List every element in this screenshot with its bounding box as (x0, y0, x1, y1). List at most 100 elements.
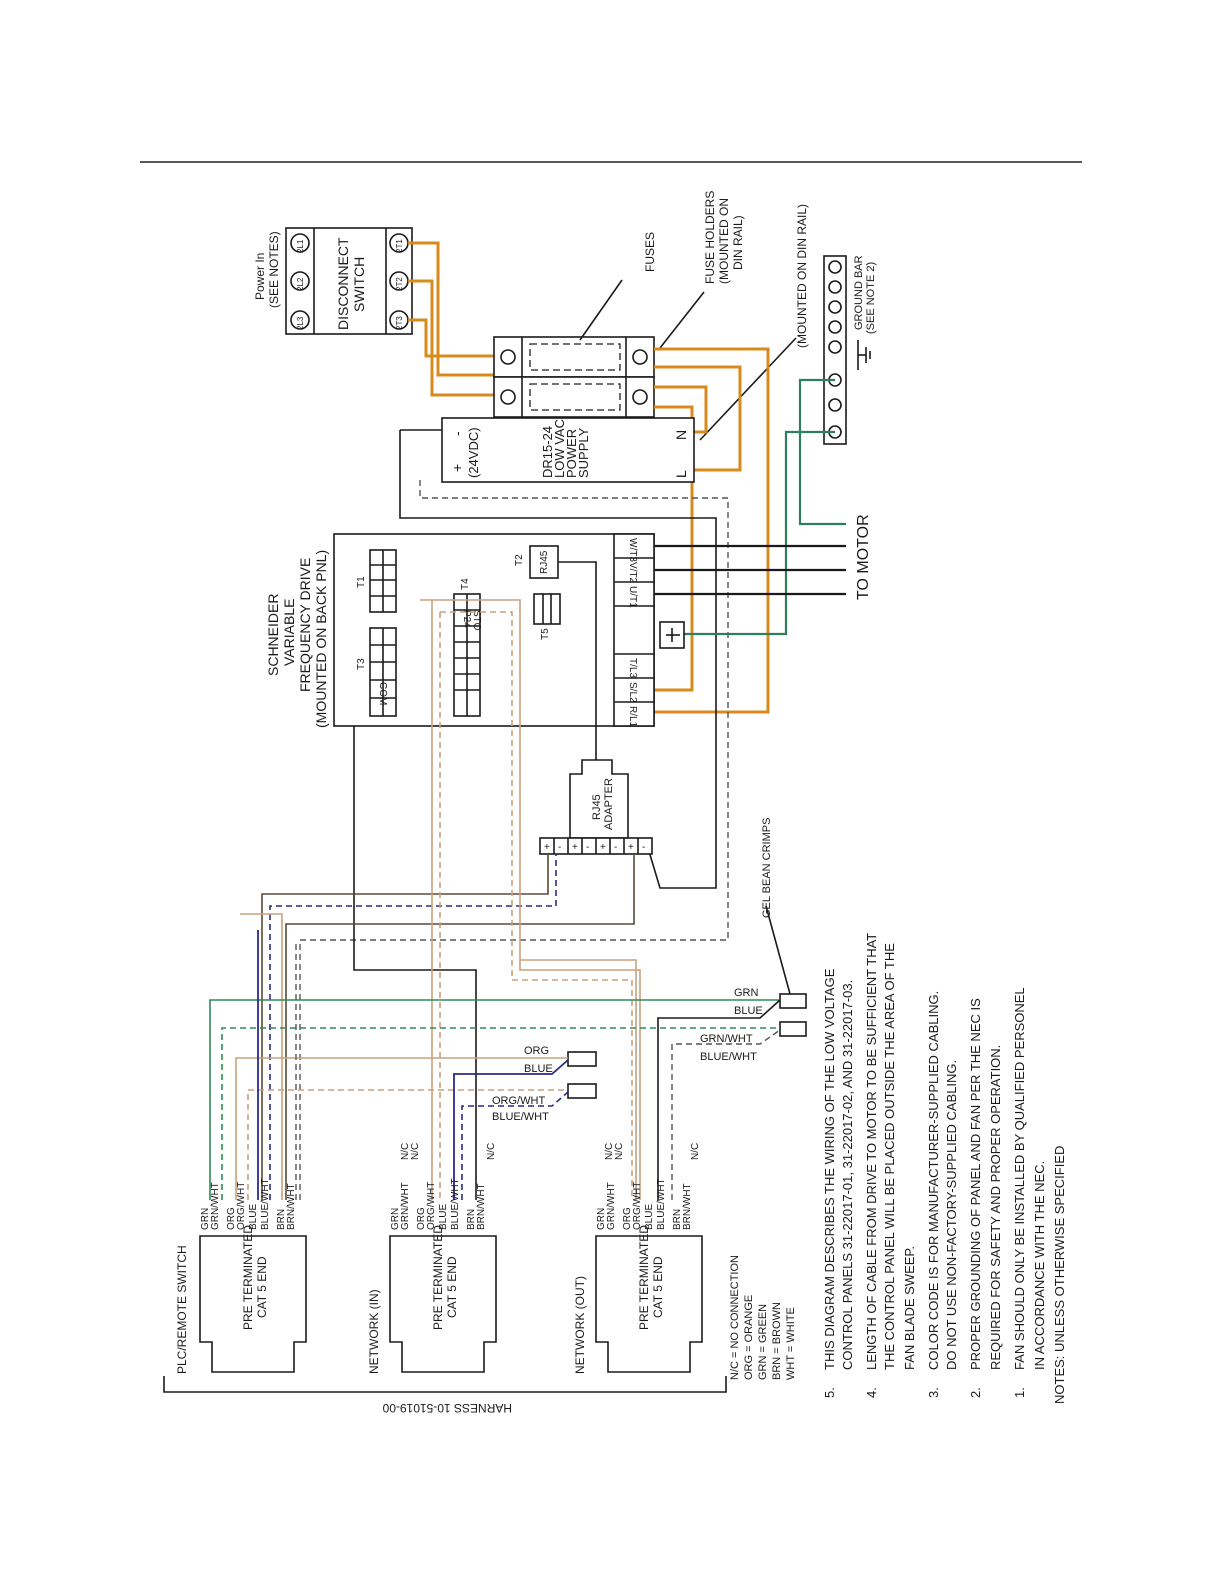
c3-w5: BLUE/WHT (656, 1178, 667, 1230)
c2-w5: BLUE/WHT (450, 1178, 461, 1230)
note-2-line-1: PROPER GROUNDING OF PANEL AND FAN PER TH… (968, 998, 983, 1370)
adapter-pin-6: - (614, 842, 617, 853)
gel-bean-crimp-1 (779, 993, 807, 1009)
cable-plc (199, 1235, 307, 1373)
note-1-line-1: FAN SHOULD ONLY BE INSTALLED BY QUALIFIE… (1012, 987, 1027, 1370)
note-5-line-2: CONTROL PANELS 31-22017-01, 31-22017-02,… (840, 980, 855, 1370)
legend-3: BRN = BROWN (771, 1302, 783, 1380)
org-crimp-2 (567, 1083, 597, 1099)
c2-w1: GRN/WHT (400, 1182, 411, 1230)
ground-bar-label-1: GROUND BAR (853, 255, 865, 330)
fuses-label: FUSES (643, 232, 657, 272)
crimp4-orgwht-label: ORG/WHT (492, 1095, 545, 1107)
psu-line-2: LOW VAC (552, 419, 567, 478)
vfd-label-3: FREQUENCY DRIVE (297, 558, 313, 692)
c2-nc0: N/C (400, 1143, 411, 1160)
vfd-output-u: U/T1 (627, 586, 638, 608)
vfd-label-4: (MOUNTED ON BACK PNL) (313, 550, 329, 728)
power-supply (399, 417, 717, 889)
terminal-2l1: 2L1 (296, 239, 305, 253)
note-4-line-3: FAN BLADE SWEEP. (902, 1246, 917, 1370)
c3-w3: ORG/WHT (632, 1182, 643, 1230)
ground-bar (823, 255, 871, 445)
c3-w7: BRN/WHT (682, 1183, 693, 1230)
legend-4: WHT = WHITE (785, 1307, 797, 1380)
c2-w2: ORG (416, 1207, 427, 1230)
notes-title: NOTES: UNLESS OTHERWISE SPECIFIED (1052, 1146, 1067, 1404)
vfd-input-s: S/L2 (627, 682, 638, 703)
cable2-end-1: PRE TERMINATED (431, 1225, 445, 1330)
fuse-holders-label-2: (MOUNTED ON (717, 198, 731, 284)
cable1-wire-labels: GRN GRN/WHT ORG ORG/WHT BLUE BLUE/WHT BR… (200, 1178, 297, 1230)
vfd-t1: T1 (356, 576, 367, 588)
c3-w6: BRN (672, 1209, 683, 1230)
vfd-input-r: R/L1 (627, 706, 638, 728)
c2-w0: GRN (390, 1208, 401, 1230)
vfd-label-2: VARIABLE (281, 599, 297, 666)
adapter-pin-3: + (572, 842, 578, 853)
cable-network-out (595, 1235, 703, 1373)
vfd-t5: T5 (540, 628, 551, 640)
c1-w7: BRN/WHT (286, 1183, 297, 1230)
rj45-adapter (539, 759, 653, 855)
ground-bar-label-2: (SEE NOTE 2) (865, 262, 877, 334)
c3-w1: GRN/WHT (606, 1182, 617, 1230)
cable2-wire-labels: GRN GRN/WHT ORG ORG/WHT BLUE BLUE/WHT BR… (390, 1143, 497, 1230)
notes: 5. THIS DIAGRAM DESCRIBES THE WIRING OF … (822, 933, 1067, 1404)
c1-w5: BLUE/WHT (260, 1178, 271, 1230)
c1-w3: ORG/WHT (236, 1182, 247, 1230)
power-in-title: Power In (253, 253, 267, 300)
din-rail-label: (MOUNTED ON DIN RAIL) (795, 204, 809, 348)
note-4-num: 4. (864, 1387, 879, 1398)
vfd-t2: T2 (514, 554, 525, 566)
c1-w6: BRN (276, 1209, 287, 1230)
c1-w4: BLUE (248, 1204, 259, 1230)
disconnect-label-2: SWITCH (351, 257, 367, 312)
legend-1: ORG = ORANGE (743, 1295, 755, 1380)
fuse-holders (493, 336, 655, 418)
cable1-end-1: PRE TERMINATED (241, 1225, 255, 1330)
psu-voltage: (24VDC) (466, 427, 481, 478)
crimp3-org-label: ORG (524, 1045, 549, 1057)
psu-term-l: L (673, 470, 689, 478)
c2-w3: ORG/WHT (426, 1182, 437, 1230)
note-3-line-1: COLOR CODE IS FOR MANUFACTURER-SUPPLIED … (926, 991, 941, 1370)
c2-w4: BLUE (438, 1204, 449, 1230)
adapter-pin-8: - (642, 842, 645, 853)
adapter-pin-4: - (586, 842, 589, 853)
c1-w0: GRN (200, 1208, 211, 1230)
c3-nc1: N/C (614, 1143, 625, 1160)
note-3-num: 3. (926, 1387, 941, 1398)
cable-network-in (389, 1235, 497, 1373)
c2-nc2: N/C (486, 1143, 497, 1160)
c2-w6: BRN (466, 1209, 477, 1230)
crimp2-bluewht-label: BLUE/WHT (700, 1051, 757, 1063)
c2-w7: BRN/WHT (476, 1183, 487, 1230)
crimp2-grnwht-label: GRN/WHT (700, 1033, 753, 1045)
note-2-num: 2. (968, 1387, 983, 1398)
cable3-end-1: PRE TERMINATED (637, 1225, 651, 1330)
disconnect-switch: 2L3 2L2 2L1 2T3 2T2 2T1 DISCONNECT SWITC… (285, 227, 413, 335)
psu-line-4: SUPPLY (576, 427, 591, 478)
terminal-2l2: 2L2 (296, 277, 305, 291)
crimp3-blue-label: BLUE (524, 1063, 553, 1075)
cable1-end-2: CAT 5 END (255, 1256, 269, 1318)
cable3-wire-labels: GRN GRN/WHT ORG ORG/WHT BLUE BLUE/WHT BR… (596, 1143, 701, 1230)
c3-nc2: N/C (690, 1143, 701, 1160)
cable2-name: NETWORK (IN) (367, 1289, 381, 1374)
psu-line-1: DR15-24 (540, 426, 555, 478)
crimp1-grn-label: GRN (734, 987, 759, 999)
harness-bracket (163, 1376, 727, 1393)
terminal-2t2: 2T2 (395, 277, 404, 291)
note-5-num: 5. (822, 1387, 837, 1398)
terminal-2t3: 2T3 (395, 316, 404, 330)
vfd-p24: P24 (461, 610, 472, 628)
vfd-input-t: T/L3 (627, 658, 638, 678)
terminal-2l3: 2L3 (296, 316, 305, 330)
c1-w1: GRN/WHT (210, 1182, 221, 1230)
adapter-pin-5: + (600, 842, 606, 853)
psu-plus: + (449, 464, 465, 472)
terminal-2t1: 2T1 (395, 239, 404, 253)
note-4-line-2: THE CONTROL PANEL WILL BE PLACED OUTSIDE… (882, 943, 897, 1370)
note-1-line-2: IN ACCORDANCE WITH THE NEC. (1032, 1161, 1047, 1370)
